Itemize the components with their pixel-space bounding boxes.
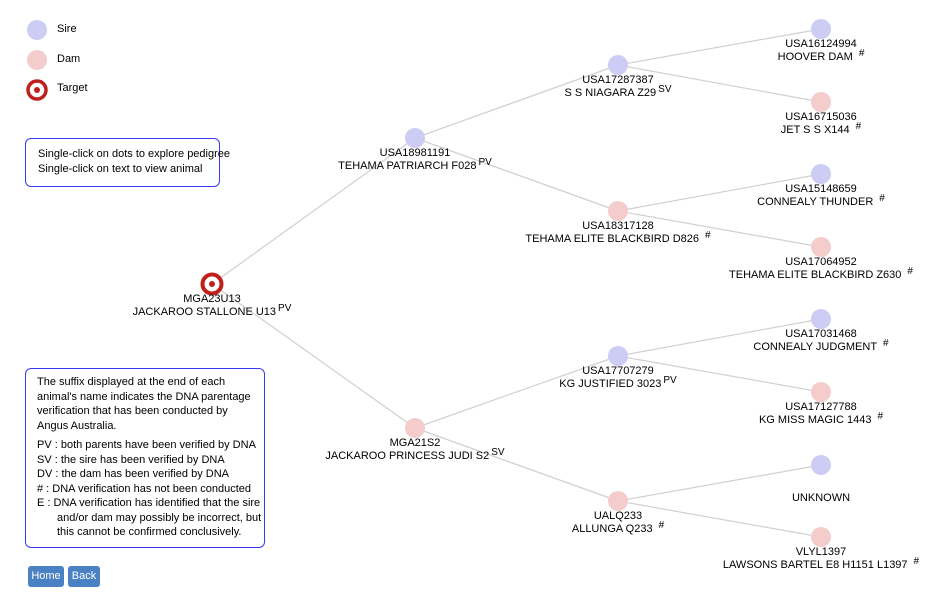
animal-id[interactable]: USA17064952 (785, 256, 857, 268)
animal-id[interactable]: MGA23U13 (183, 293, 240, 305)
dna-suffix: PV (278, 303, 292, 314)
pedigree-link (211, 283, 416, 429)
animal-name[interactable]: UNKNOWN (792, 492, 850, 504)
info-sv: SV : the sire has been verified by DNA (37, 453, 225, 466)
sire-dot[interactable] (811, 164, 831, 184)
pedigree-link (211, 137, 416, 285)
animal-name[interactable]: CONNEALY JUDGMENT# (753, 338, 889, 353)
pedigree-link (617, 173, 822, 212)
pedigree-link (617, 464, 822, 502)
pedigree-link (414, 427, 619, 502)
dam-dot[interactable] (811, 382, 831, 402)
dna-suffix: PV (479, 157, 493, 168)
pedigree-link (617, 210, 822, 248)
back-button[interactable]: Back (68, 566, 100, 587)
sire-dot[interactable] (608, 346, 628, 366)
dna-suffix: # (859, 48, 865, 59)
dam-dot[interactable] (608, 491, 628, 511)
animal-name[interactable]: ALLUNGA Q233# (572, 520, 665, 535)
dna-suffix: # (856, 121, 862, 132)
instructions-box: Single-click on dots to explore pedigree… (25, 138, 231, 187)
pedigree-link (414, 355, 619, 429)
dam-dot[interactable] (405, 418, 425, 438)
dna-suffix: SV (491, 447, 505, 458)
dna-suffix: # (705, 230, 711, 241)
instruction-dots: Single-click on dots to explore pedigree (38, 148, 231, 160)
animal-id[interactable]: USA15148659 (785, 183, 857, 195)
instruction-text: Single-click on text to view animal (38, 163, 203, 175)
dna-suffix: # (883, 338, 889, 349)
sire-dot[interactable] (608, 55, 628, 75)
sire-dot[interactable] (811, 309, 831, 329)
legend-target-icon (26, 79, 48, 101)
target-dot[interactable] (200, 272, 224, 296)
animal-id[interactable]: USA18981191 (380, 147, 451, 159)
info-e-cont1: and/or dam may possibly be incorrect, bu… (57, 511, 262, 524)
animal-id[interactable]: USA17127788 (785, 401, 857, 413)
sire-dot[interactable] (811, 19, 831, 39)
legend-target-label: Target (57, 82, 88, 94)
dna-suffix: PV (663, 375, 677, 386)
animal-id[interactable]: USA18317128 (582, 220, 654, 232)
animal-name[interactable]: LAWSONS BARTEL E8 H1151 L1397# (723, 556, 920, 571)
info-dv: DV : the dam has been verified by DNA (37, 468, 229, 480)
animal-id[interactable]: USA16124994 (785, 38, 857, 50)
animal-name[interactable]: JET S S X144# (781, 121, 862, 136)
sire-dot[interactable] (811, 455, 831, 475)
legend-dam-label: Dam (57, 53, 81, 65)
dna-suffix: # (879, 193, 885, 204)
info-e-cont2: this cannot be confirmed conclusively. (57, 526, 242, 538)
legend-sire-label: Sire (57, 23, 77, 35)
legend-dam-dot (27, 50, 47, 70)
animal-id[interactable]: USA16715036 (785, 111, 857, 123)
info-e: E : DNA verification has identified that… (37, 497, 261, 509)
pedigree-link (414, 64, 619, 139)
home-button[interactable]: Home (28, 566, 64, 587)
dam-dot[interactable] (811, 527, 831, 547)
animal-name[interactable]: TEHAMA ELITE BLACKBIRD D826# (525, 230, 711, 245)
dam-dot[interactable] (811, 237, 831, 257)
animal-name[interactable]: KG MISS MAGIC 1443# (759, 411, 883, 426)
animal-id[interactable]: VLYL1397 (796, 546, 847, 558)
info-intro: The suffix displayed at the end of each … (37, 376, 251, 432)
dna-suffix: # (659, 520, 665, 531)
animal-name[interactable]: HOOVER DAM# (778, 48, 865, 63)
pedigree-link (414, 137, 619, 212)
info-pv: PV : both parents have been verified by … (37, 439, 256, 451)
pedigree-link (617, 318, 822, 357)
pedigree-link (617, 355, 822, 393)
animal-id[interactable]: USA17287387 (582, 74, 654, 86)
dam-dot[interactable] (811, 92, 831, 112)
pedigree-link (617, 28, 822, 66)
dam-dot[interactable] (608, 201, 628, 221)
dna-suffix: SV (658, 84, 672, 95)
animal-name[interactable]: TEHAMA ELITE BLACKBIRD Z630# (729, 266, 913, 281)
pedigree-link (617, 500, 822, 538)
sire-dot[interactable] (405, 128, 425, 148)
animal-name[interactable]: CONNEALY THUNDER# (757, 193, 885, 208)
info-hash: # : DNA verification has not been conduc… (37, 482, 252, 495)
animal-id[interactable]: USA17707279 (582, 365, 654, 377)
animal-id[interactable]: USA17031468 (785, 328, 857, 340)
animal-id[interactable]: UALQ233 (594, 510, 642, 522)
pedigree-link (617, 64, 822, 103)
dna-suffix: # (914, 556, 920, 567)
dna-suffix: # (907, 266, 913, 277)
legend-sire-dot (27, 20, 47, 40)
animal-id[interactable]: MGA21S2 (390, 437, 441, 449)
suffix-info-box: The suffix displayed at the end of each … (25, 368, 265, 548)
dna-suffix: # (877, 411, 883, 422)
